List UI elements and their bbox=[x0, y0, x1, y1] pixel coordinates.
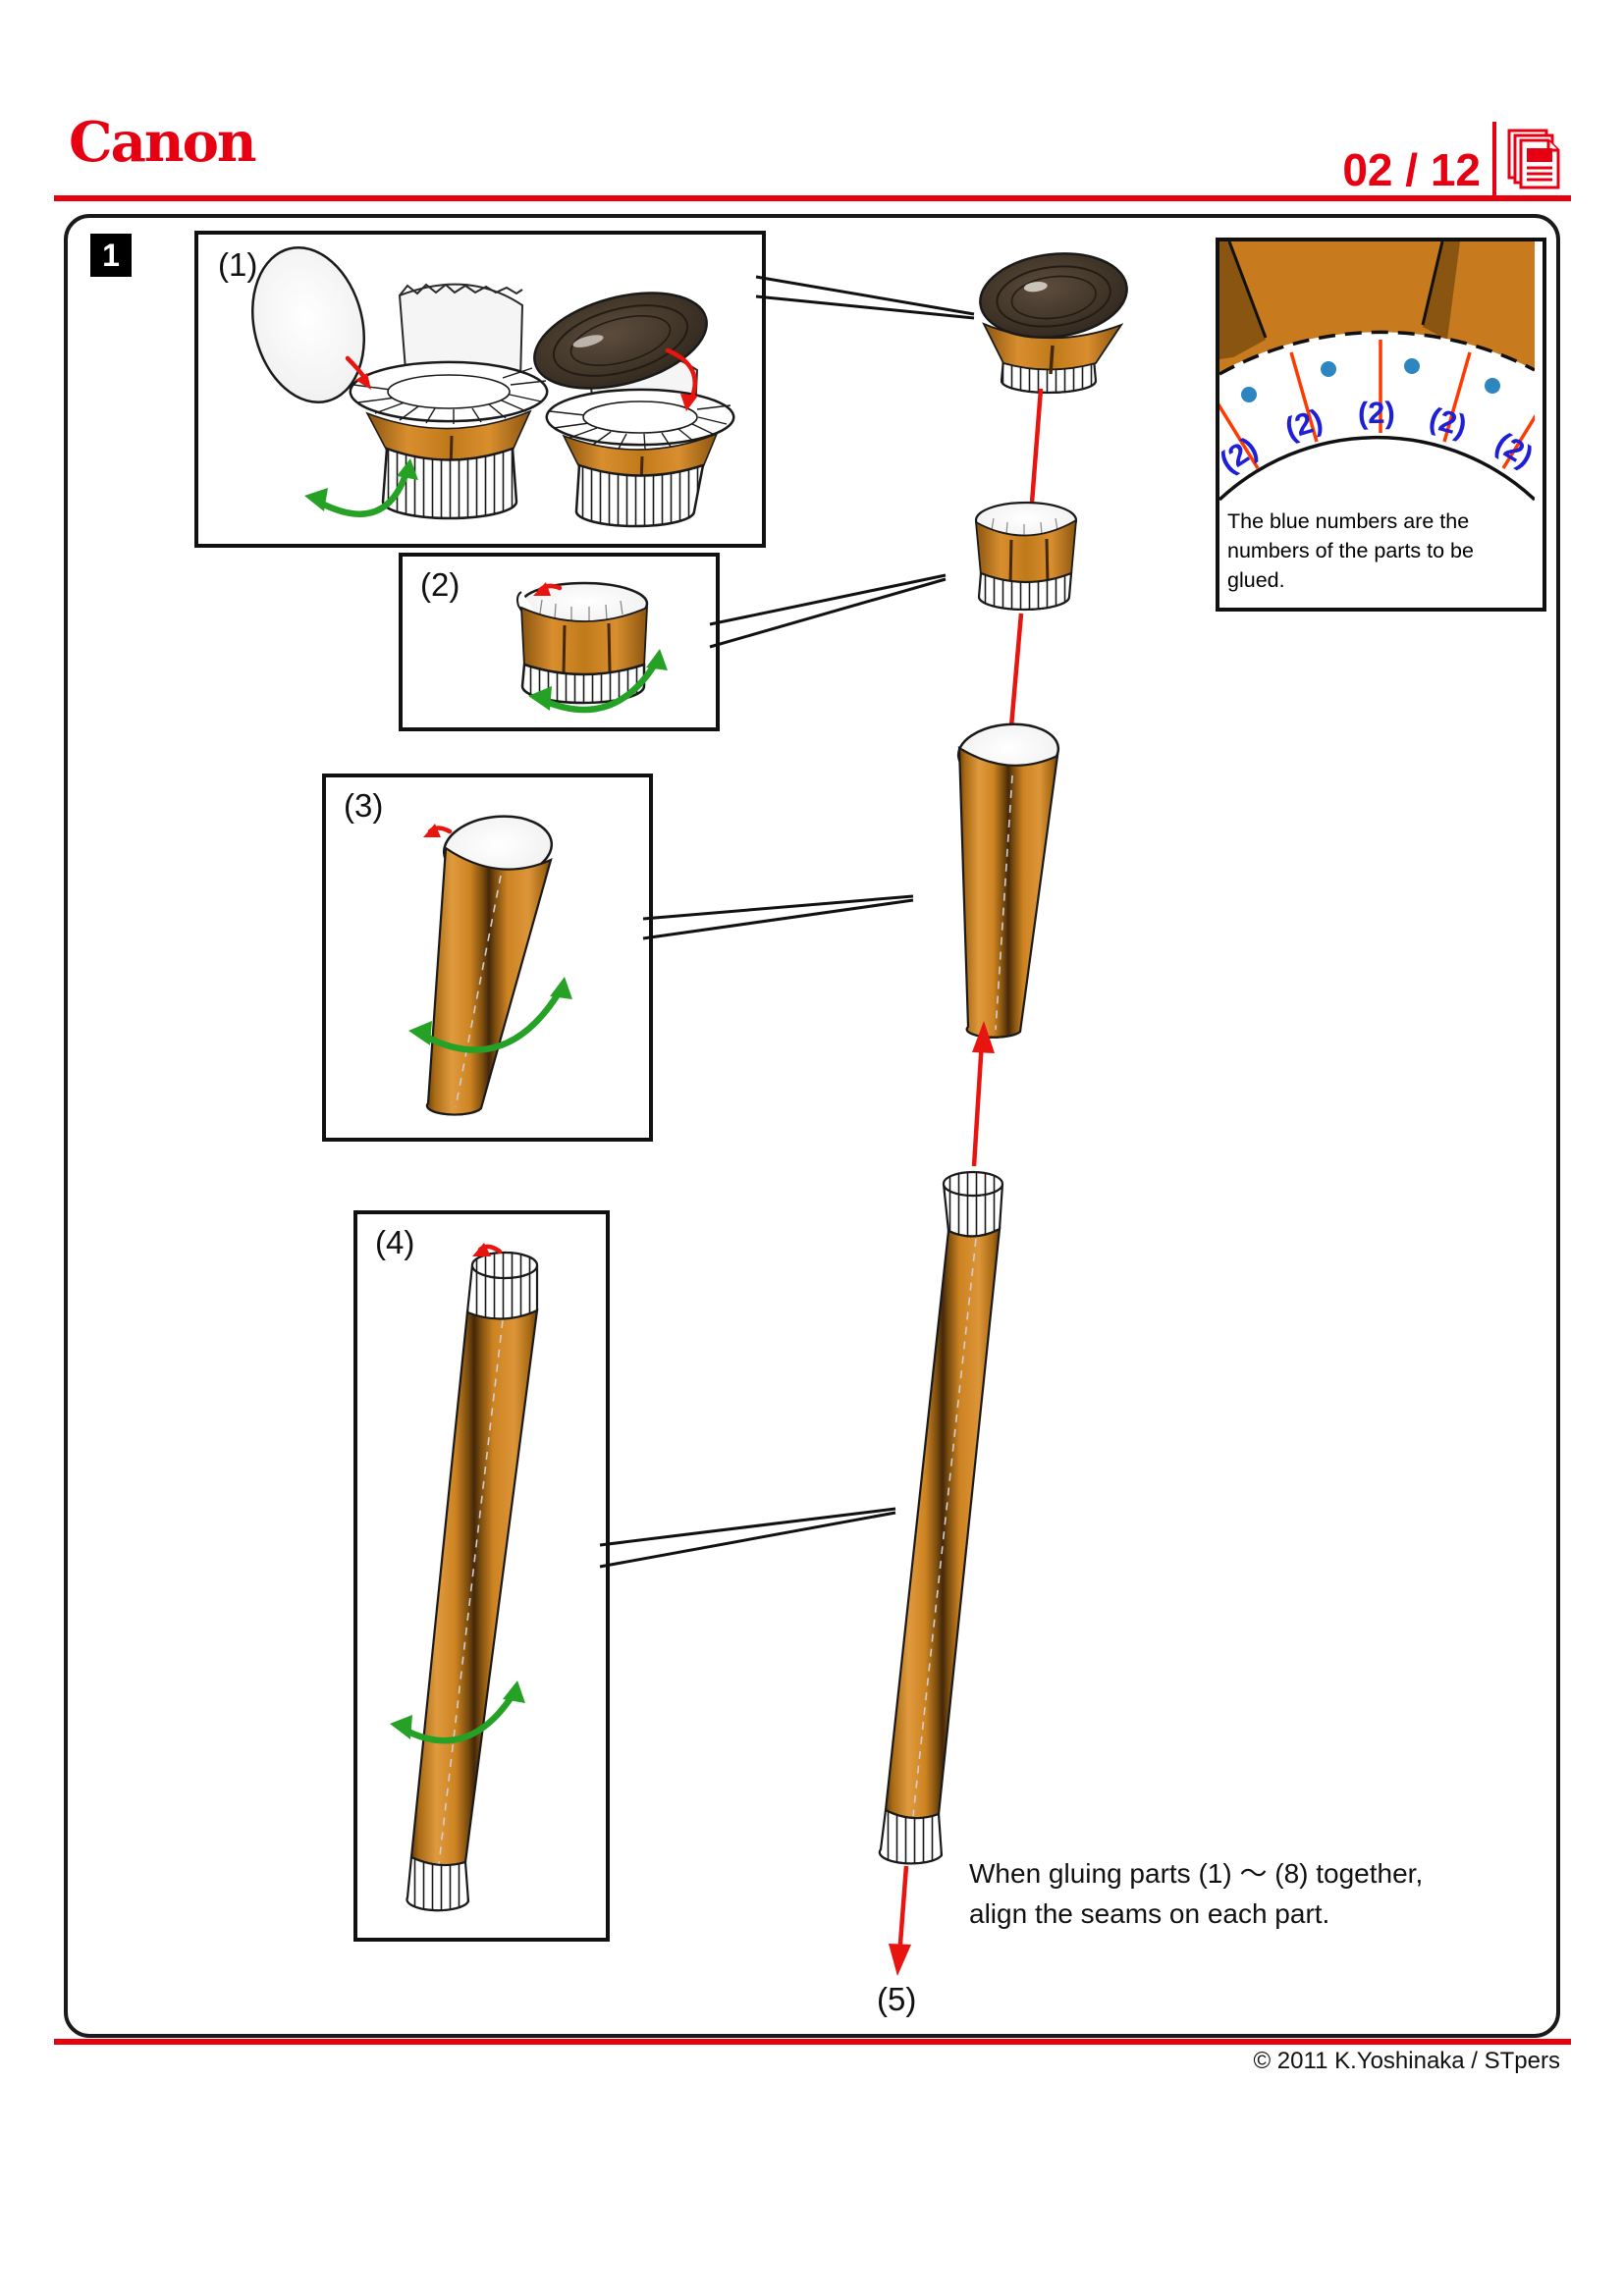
box3-label: (3) bbox=[344, 787, 384, 824]
svg-text:(2): (2) bbox=[1358, 396, 1395, 431]
part5-label: (5) bbox=[877, 1981, 917, 2017]
instruction-box-1: (1) bbox=[194, 231, 766, 548]
glue-dots bbox=[1241, 358, 1500, 402]
header-rule bbox=[54, 195, 1571, 201]
footer-rule bbox=[54, 2039, 1571, 2045]
box1-label: (1) bbox=[218, 246, 258, 283]
box2-label: (2) bbox=[420, 566, 460, 603]
box2-illustration bbox=[516, 581, 668, 714]
glue-detail-illustration: (2) (2) (2) (2) (2) (2) bbox=[1219, 241, 1535, 600]
glue-detail-box: (2) (2) (2) (2) (2) (2) The blue numbers… bbox=[1216, 238, 1546, 612]
box4-illustration bbox=[390, 1243, 539, 1912]
glue-caption: The blue numbers are the numbers of the … bbox=[1227, 507, 1534, 595]
instruction-box-3: (3) bbox=[322, 774, 653, 1142]
box1-illustration bbox=[250, 245, 735, 528]
instruction-box-2: (2) bbox=[399, 553, 720, 731]
instruction-box-4: (4) bbox=[353, 1210, 610, 1942]
gluing-note-line2: align the seams on each part. bbox=[969, 1898, 1330, 1929]
gluing-note-line1: When gluing parts (1) ～ (8) together, bbox=[969, 1858, 1424, 1889]
copyright: © 2011 K.Yoshinaka / STpers bbox=[1253, 2048, 1560, 2074]
gluing-note: When gluing parts (1) ～ (8) together, al… bbox=[969, 1853, 1423, 1934]
glue-caption-line2: numbers of the parts to be bbox=[1227, 539, 1474, 562]
pages-icon bbox=[1507, 129, 1560, 189]
glue-caption-line3: glued. bbox=[1227, 568, 1285, 592]
page-number: 02 / 12 bbox=[1342, 144, 1481, 195]
step-number-badge: 1 bbox=[90, 234, 132, 277]
canon-logo: Canon bbox=[69, 110, 257, 175]
header-divider bbox=[1492, 122, 1496, 200]
box3-illustration bbox=[408, 815, 572, 1116]
glue-caption-line1: The blue numbers are the bbox=[1227, 509, 1470, 533]
box4-label: (4) bbox=[375, 1224, 415, 1260]
